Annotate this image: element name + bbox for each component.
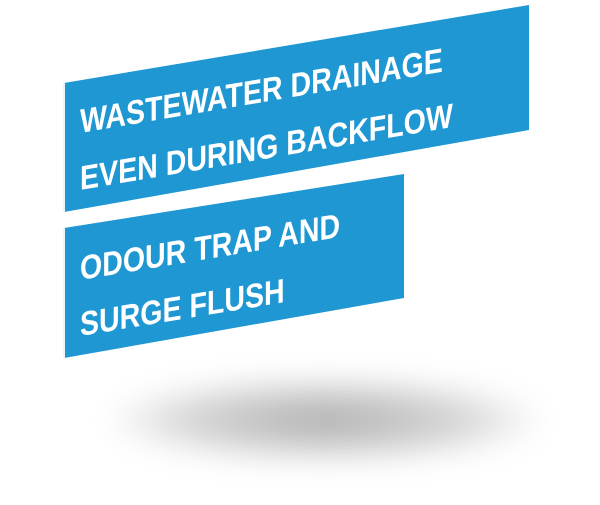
drop-shadow: [105, 375, 545, 465]
banner-backflow: WASTEWATER DRAINAGE EVEN DURING BACKFLOW: [63, 5, 529, 212]
banner-odour-trap: ODOUR TRAP AND SURGE FLUSH: [63, 174, 404, 358]
banner-odour-trap-panel: [64, 174, 404, 358]
banner-backflow-panel: [64, 5, 529, 212]
